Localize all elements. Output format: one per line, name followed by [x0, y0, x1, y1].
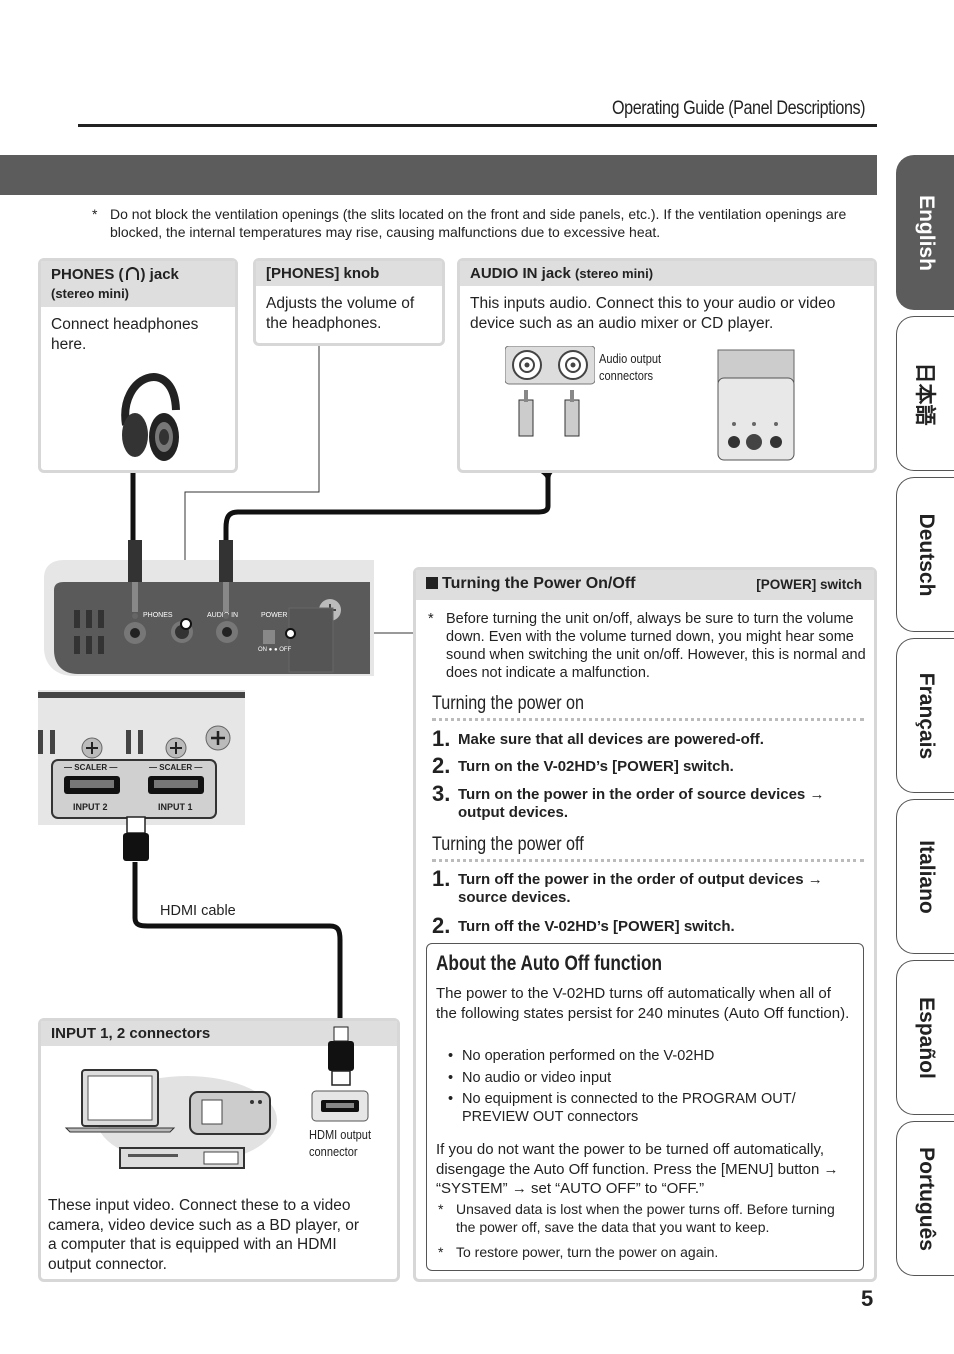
hdmi-cable: [132, 862, 343, 1025]
tab-portugues[interactable]: Português: [896, 1121, 954, 1276]
page-number: 5: [861, 1286, 874, 1311]
power-on-heading: Turning the power on: [432, 693, 585, 714]
on-step-1: 1.Make sure that all devices are powered…: [432, 726, 764, 751]
power-label: POWER: [261, 612, 288, 619]
knob-title: [PHONES] knob: [256, 261, 442, 286]
power-section-title: Turning the Power On/Off: [442, 575, 636, 592]
power-note: * Before turning the unit on/off, always…: [428, 611, 866, 681]
headphone-icon: [125, 267, 139, 280]
header-rule: [78, 124, 877, 127]
input-1-label: INPUT 1: [158, 802, 193, 812]
auto-off-bullet-2: No audio or video input: [448, 1069, 852, 1087]
auto-off-note-2: *To restore power, turn the power on aga…: [438, 1244, 719, 1260]
dotted-divider: [432, 718, 864, 721]
note-asterisk: *: [92, 206, 98, 222]
headphones-icon: [121, 373, 180, 461]
auto-off-intro: The power to the V-02HD turns off automa…: [436, 985, 850, 1022]
on-step-2: 2.Turn on the V-02HD’s [POWER] switch.: [432, 753, 734, 778]
scaler-label-2: — SCALER —: [64, 763, 118, 772]
hdmi-output-connector-icon: [311, 1090, 369, 1122]
source-devices-illustration: [64, 1069, 277, 1169]
phones-title-a: PHONES (: [51, 266, 124, 283]
auto-off-title: About the Auto Off function: [436, 952, 663, 975]
off-step-1: 1.Turn off the power in the order of out…: [432, 866, 823, 906]
input-2-label: INPUT 2: [73, 802, 108, 812]
tab-japanese[interactable]: 日本語: [896, 316, 954, 471]
hdmi-input-panel: [38, 690, 245, 825]
auto-off-bullet-3: No equipment is connected to the PROGRAM…: [448, 1090, 822, 1126]
phones-knob-card: [PHONES] knob Adjusts the volume of the …: [253, 258, 445, 346]
phones-jack-label: PHONES: [143, 612, 173, 619]
on-off-label: ON ● ● OFF: [258, 647, 292, 653]
hdmi-plug-top: [123, 816, 149, 861]
note-text: Do not block the ventilation openings (t…: [110, 206, 847, 240]
tab-deutsch[interactable]: Deutsch: [896, 477, 954, 632]
off-step-2: 2.Turn off the V-02HD’s [POWER] switch.: [432, 913, 735, 938]
ventilation-note: * Do not block the ventilation openings …: [92, 205, 882, 241]
phones-body: Connect headphones here.: [51, 316, 199, 353]
knob-pointer: [180, 618, 192, 630]
power-switch-pointer: [285, 628, 296, 639]
auto-off-note-1: *Unsaved data is lost when the power tur…: [438, 1201, 835, 1235]
phones-subtitle: (stereo mini): [51, 286, 130, 301]
audio-title: AUDIO IN jack: [470, 265, 571, 282]
knob-body: Adjusts the volume of the headphones.: [266, 295, 415, 332]
auto-off-bullet-1: No operation performed on the V-02HD: [448, 1047, 852, 1065]
scaler-label-1: — SCALER —: [149, 763, 203, 772]
knob-leader-line: [184, 345, 320, 620]
tab-espanol[interactable]: Español: [896, 960, 954, 1115]
power-off-heading: Turning the power off: [432, 834, 584, 855]
audio-in-card: AUDIO IN jack (stereo mini) This inputs …: [457, 258, 877, 473]
power-switch-tag: [POWER] switch: [756, 577, 862, 592]
audio-in-jack-label: AUDIO IN: [207, 612, 239, 619]
hdmi-plug-bottom: [328, 1026, 354, 1086]
audio-body: This inputs audio. Connect this to your …: [470, 295, 836, 332]
hdmi-output-label: HDMI output connector: [309, 1127, 372, 1159]
audio-mixer-icon: [717, 349, 795, 461]
power-section-card: Turning the Power On/Off [POWER] switch: [413, 567, 877, 1282]
dotted-divider: [432, 859, 864, 862]
inserted-plugs: [128, 540, 233, 619]
section-square-icon: [426, 577, 438, 589]
audio-output-label: Audio output connectors: [599, 351, 662, 383]
hdmi-cable-label: HDMI cable: [160, 903, 236, 919]
audio-subtitle: (stereo mini): [575, 266, 654, 281]
auto-off-disable: If you do not want the power to be turne…: [436, 1141, 839, 1197]
page-header-title: Operating Guide (Panel Descriptions): [612, 98, 866, 119]
device-side-panel: [44, 560, 374, 676]
tab-english[interactable]: English: [896, 155, 954, 310]
on-step-3: 3.Turn on the power in the order of sour…: [432, 781, 825, 821]
auto-off-box: [426, 943, 864, 1271]
phones-title-b: ) jack: [140, 266, 179, 283]
tab-francais[interactable]: Français: [896, 638, 954, 793]
input-body: These input video. Connect these to a vi…: [48, 1197, 360, 1273]
section-band: [0, 155, 877, 195]
tab-italiano[interactable]: Italiano: [896, 799, 954, 954]
rca-connector-icon: [505, 346, 595, 437]
